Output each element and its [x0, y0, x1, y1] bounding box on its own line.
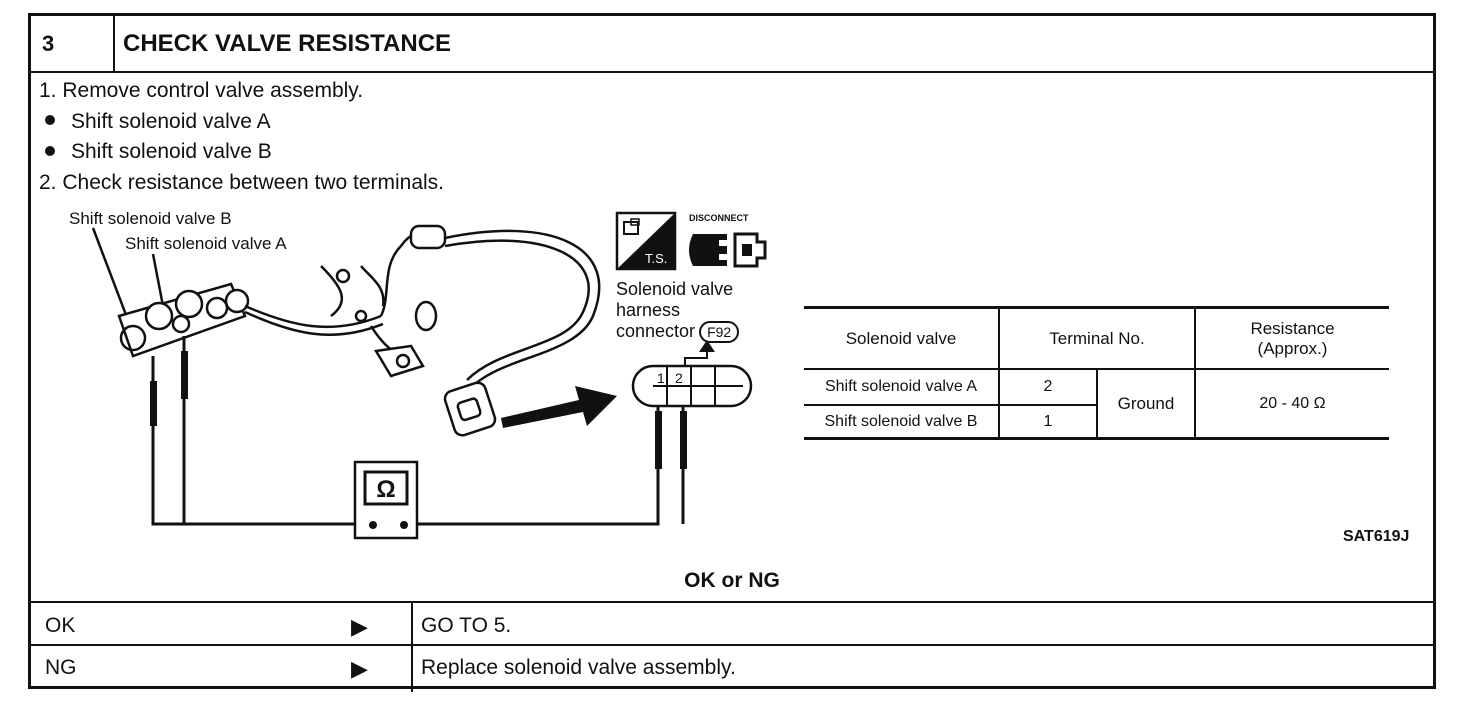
divider: [411, 601, 413, 692]
result-ok-label: OK: [45, 614, 76, 637]
instruction-step-1: 1. Remove control valve assembly.: [39, 79, 364, 102]
table-cell-valve-b: Shift solenoid valve B: [824, 412, 978, 430]
instruction-bullet-b: Shift solenoid valve B: [39, 137, 444, 168]
table-cell-valve-a: Shift solenoid valve A: [824, 378, 978, 395]
ohm-symbol: Ω: [376, 476, 395, 503]
arrow-right-icon: ▶: [351, 614, 368, 639]
table-cell-ground: Ground: [1117, 393, 1175, 413]
table-cell-resistance: 20 - 40 Ω: [1259, 394, 1326, 412]
table-header-terminal-no: Terminal No.: [1049, 328, 1145, 348]
bullet-icon: [45, 145, 55, 156]
step-number: 3: [31, 16, 115, 71]
wiring-illustration: Ω 1 2 T.S. DISCONNECT: [91, 211, 767, 540]
table-cell-terminal-b: 1: [1043, 412, 1053, 430]
instruction-bullet-a: Shift solenoid valve A: [39, 107, 444, 138]
disconnect-icon: DISCONNECT: [689, 213, 767, 268]
instruction-step-2: 2. Check resistance between two terminal…: [39, 170, 445, 194]
arrow-right-icon: ▶: [351, 656, 368, 681]
terminal-2-label: 2: [675, 370, 683, 386]
step-title: CHECK VALVE RESISTANCE: [123, 30, 452, 57]
procedure-frame: 3 CHECK VALVE RESISTANCE 1. Remove contr…: [28, 13, 1436, 692]
ts-icon: T.S.: [615, 211, 677, 271]
connector-code-badge: F92: [699, 321, 740, 343]
table-cell-terminal-a: 2: [1043, 378, 1053, 395]
divider: [31, 601, 1433, 603]
result-ng-action: Replace solenoid valve assembly.: [421, 656, 736, 679]
result-ng-label: NG: [45, 656, 77, 679]
divider: [31, 644, 1433, 646]
figure-code: SAT619J: [1343, 528, 1410, 545]
table-header-solenoid-valve: Solenoid valve: [845, 328, 957, 348]
resistance-table: Solenoid valve Terminal No. Resistance (…: [804, 306, 1389, 440]
svg-text:T.S.: T.S.: [645, 251, 667, 266]
table-header-resistance: Resistance (Approx.): [1250, 318, 1335, 358]
step-header: 3 CHECK VALVE RESISTANCE: [31, 16, 1433, 73]
result-ok-action: GO TO 5.: [421, 614, 512, 637]
label-shift-solenoid-valve-a: Shift solenoid valve A: [125, 234, 287, 253]
label-shift-solenoid-valve-b: Shift solenoid valve B: [69, 209, 232, 228]
bullet-icon: [45, 115, 55, 126]
instruction-list: 1. Remove control valve assembly. Shift …: [39, 76, 444, 198]
ok-or-ng-prompt: OK or NG: [684, 569, 780, 592]
svg-text:DISCONNECT: DISCONNECT: [689, 213, 749, 223]
terminal-1-label: 1: [657, 370, 665, 386]
